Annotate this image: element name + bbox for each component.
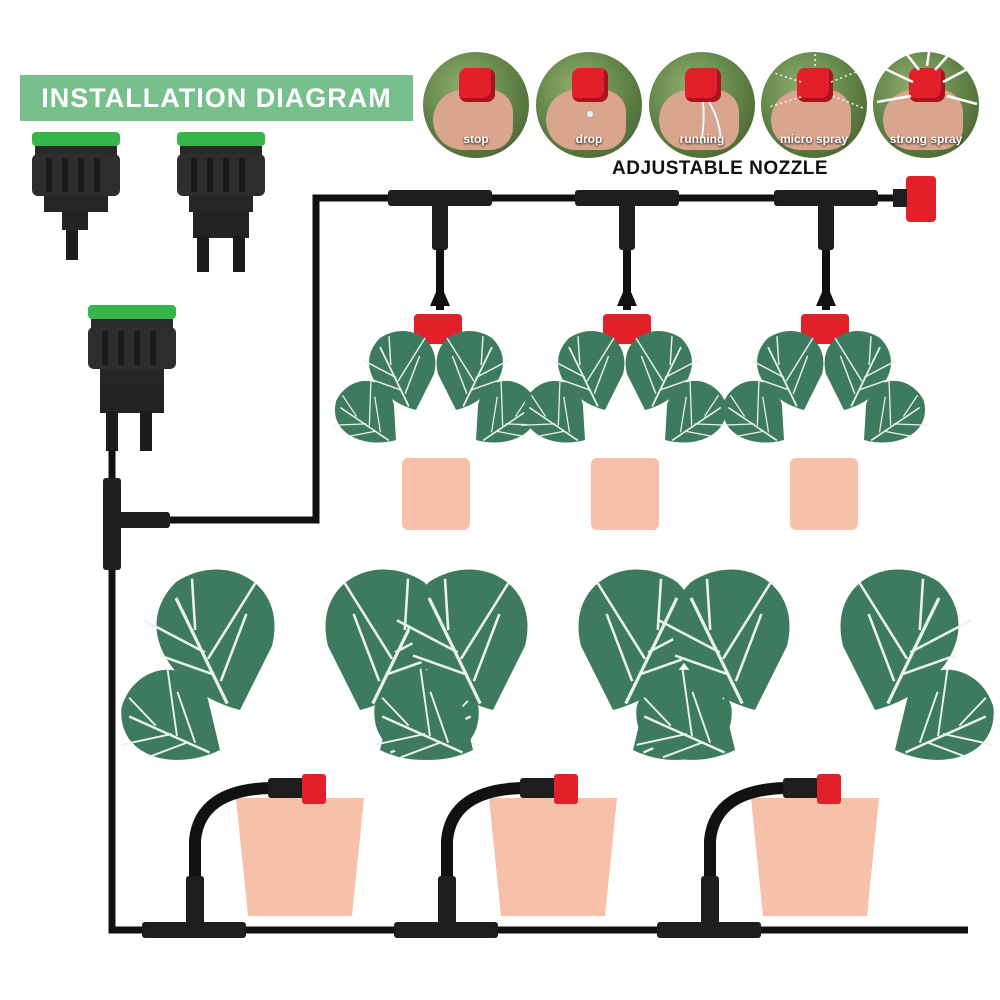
nozzle-mode-running: running xyxy=(649,52,755,158)
lower-row-nozzles xyxy=(268,774,841,804)
lower-plant-3 xyxy=(610,567,1000,916)
nozzle-mode-drop: drop xyxy=(536,52,642,158)
nozzle-mode-micro-spray: micro spray xyxy=(761,52,867,158)
nozzle-cap-icon xyxy=(459,68,495,102)
adjustable-nozzle-icon xyxy=(414,176,936,344)
upper-plant-2 xyxy=(507,330,743,530)
tee-connector xyxy=(103,478,170,570)
nozzle-mode-strong-spray: strong spray xyxy=(873,52,979,158)
nozzle-mode-label: drop xyxy=(575,132,603,146)
nozzle-cap-icon xyxy=(797,68,833,102)
water-stream-icon xyxy=(700,101,722,145)
micro-spray-icon xyxy=(768,52,864,109)
strong-spray-icon xyxy=(876,52,978,106)
double-outlet-tap-adapter xyxy=(177,132,265,272)
upper-row-stakes xyxy=(430,250,836,310)
nozzle-mode-label: running xyxy=(679,132,725,146)
adjustable-nozzle-heading: ADJUSTABLE NOZZLE xyxy=(612,158,829,179)
single-outlet-tap-adapter xyxy=(32,132,120,260)
upper-row-tees xyxy=(388,190,878,250)
lower-row-feed-tubes xyxy=(189,782,791,916)
nozzle-cap-icon xyxy=(572,68,608,102)
nozzle-cap-icon xyxy=(685,68,721,102)
lower-row-tees xyxy=(142,876,761,938)
mounted-double-outlet-tap-adapter xyxy=(88,305,176,451)
water-drop-icon xyxy=(587,111,593,117)
end-nozzle-connector xyxy=(893,189,907,207)
nozzle-mode-stop: stop xyxy=(423,52,529,158)
lower-plant-2 xyxy=(348,567,758,916)
nozzle-cap-icon xyxy=(909,68,945,102)
nozzle-mode-label: strong spray xyxy=(889,132,963,146)
upper-plant-1 xyxy=(318,330,554,530)
lower-plant-1 xyxy=(95,567,505,916)
nozzle-mode-label: micro spray xyxy=(779,132,849,146)
main-tubing xyxy=(108,194,968,934)
upper-plant-3 xyxy=(706,330,942,530)
nozzle-mode-label: stop xyxy=(463,132,489,146)
diagram-title-banner: INSTALLATION DIAGRAM xyxy=(20,75,413,121)
